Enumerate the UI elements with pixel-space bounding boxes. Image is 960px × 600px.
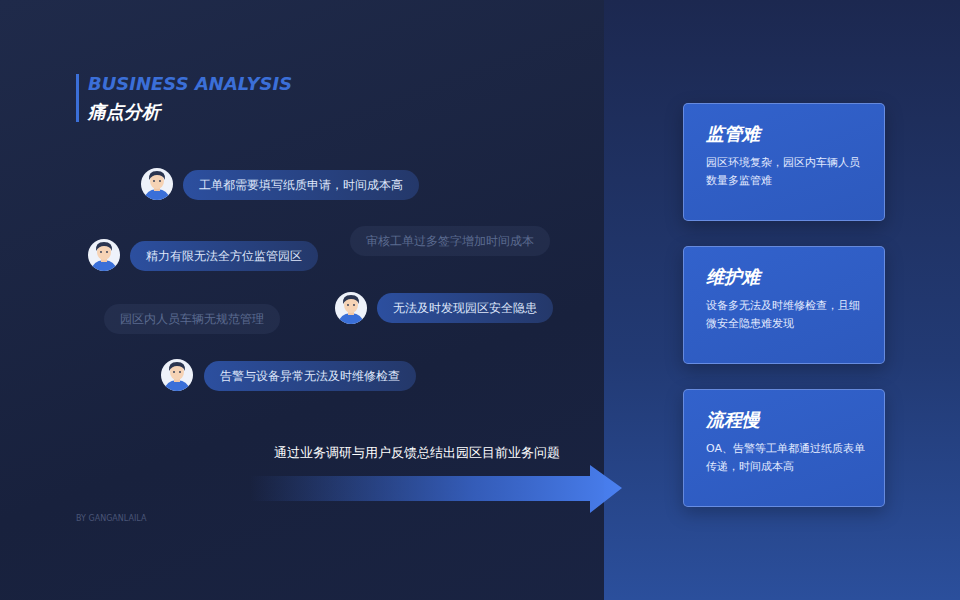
node-heading: 流程慢 <box>706 408 866 432</box>
node-heading: 园区内人员车辆无规范管理 <box>120 311 264 328</box>
node-heading: 无法及时发现园区安全隐患 <box>393 300 537 317</box>
section-label: BUSINESS ANALYSIS <box>88 73 292 94</box>
pain-bubble: 告警与设备异常无法及时维修检查 <box>204 361 416 391</box>
title: 痛点分析 <box>88 100 160 124</box>
pain-bubble: 审核工单过多签字增加时间成本 <box>350 226 550 256</box>
node-heading: 维护难 <box>706 265 866 289</box>
pain-bubble: 园区内人员车辆无规范管理 <box>104 304 280 334</box>
node-heading: 监管难 <box>706 122 866 146</box>
node-body: OA、告警等工单都通过纸质表单传递，时间成本高 <box>706 440 866 476</box>
node-body: 设备多无法及时维修检查，且细微安全隐患难发现 <box>706 297 866 333</box>
watermark: BY GANGANLAILA <box>76 514 146 523</box>
pain-bubble: 工单都需要填写纸质申请，时间成本高 <box>183 170 419 200</box>
problem-card: 监管难园区环境复杂，园区内车辆人员数量多监管难 <box>683 103 885 221</box>
pain-bubble: 无法及时发现园区安全隐患 <box>377 293 553 323</box>
node-heading: 精力有限无法全方位监管园区 <box>146 248 302 265</box>
problem-card: 流程慢 OA、告警等工单都通过纸质表单传递，时间成本高 <box>683 389 885 507</box>
pain-bubble: 精力有限无法全方位监管园区 <box>130 241 318 271</box>
node-body: 园区环境复杂，园区内车辆人员数量多监管难 <box>706 154 866 190</box>
problem-card: 维护难设备多无法及时维修检查，且细微安全隐患难发现 <box>683 246 885 364</box>
node-heading: 审核工单过多签字增加时间成本 <box>366 233 534 250</box>
arrow-label: 通过业务调研与用户反馈总结出园区目前业务问题 <box>274 444 560 462</box>
node-heading: 告警与设备异常无法及时维修检查 <box>220 368 400 385</box>
node-heading: 工单都需要填写纸质申请，时间成本高 <box>199 177 403 194</box>
